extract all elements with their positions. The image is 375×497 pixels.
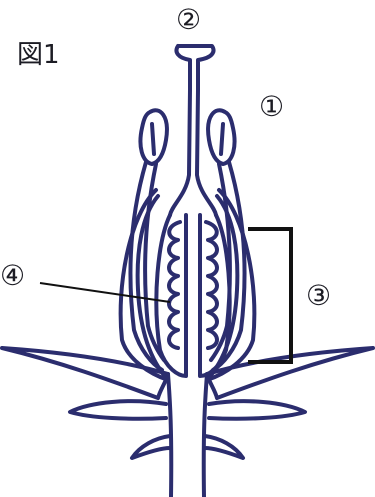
sepal-small-right [205, 436, 243, 458]
sepal-small-left [132, 436, 170, 458]
figure-title: 図1 [17, 42, 60, 68]
anther-left [140, 110, 166, 164]
ovules-right [206, 222, 217, 348]
sepal-low-right [209, 401, 305, 419]
label-ovule: ④ [0, 262, 25, 290]
stem [168, 374, 207, 497]
sepal-low-left [70, 401, 166, 419]
anther-right [208, 110, 234, 164]
label-anther: ① [259, 93, 284, 121]
leader-line-4 [40, 283, 170, 302]
ovules-left [169, 222, 180, 348]
sepal-left [2, 348, 168, 398]
label-petal-bracket: ③ [306, 282, 331, 310]
label-stigma: ② [176, 6, 201, 34]
